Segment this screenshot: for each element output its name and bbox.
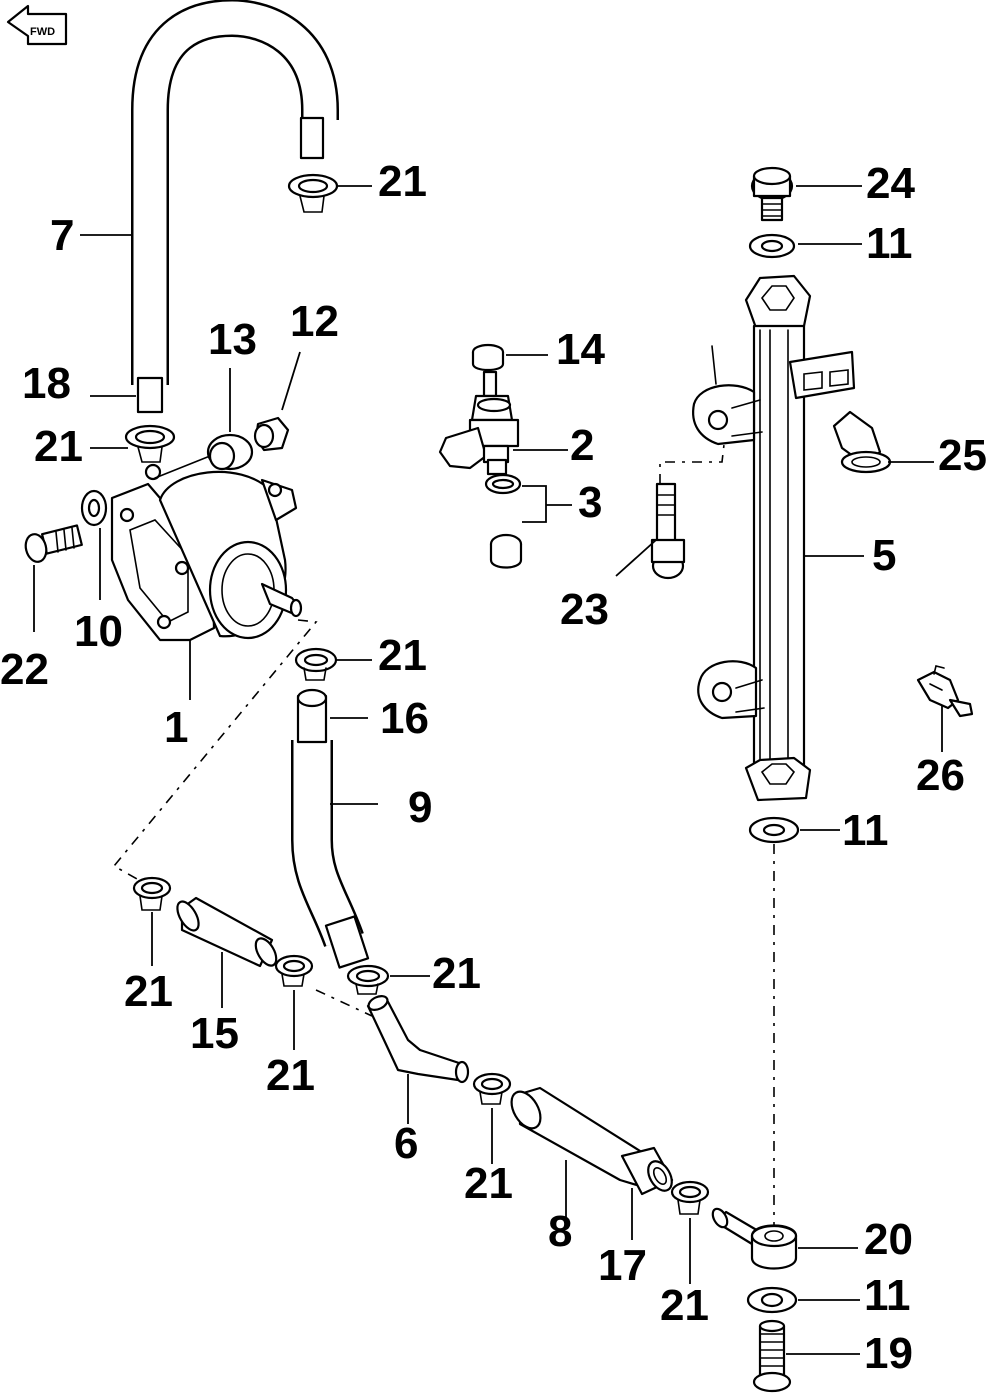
label-part-21-mid: 21 [378,631,427,680]
washer-11-bottom [746,1286,798,1314]
hose-15 [176,896,278,968]
label-part-17: 17 [598,1241,647,1290]
forward-arrow-icon: FWD [6,4,68,46]
label-part-11-top: 11 [866,219,913,268]
label-part-20: 20 [864,1215,913,1264]
label-part-21-bottom-center: 21 [464,1159,513,1208]
label-part-3: 3 [578,478,602,527]
pressure-sensor-2 [438,370,520,476]
label-part-8: 8 [548,1207,572,1256]
hose-clamp-21-top [287,173,339,213]
label-part-19: 19 [864,1329,913,1378]
label-part-6: 6 [394,1119,418,1168]
fuel-rail-5 [692,274,856,802]
label-part-11-middle: 11 [842,806,889,855]
fuel-pump-1 [110,463,303,642]
label-part-21-upper-left: 21 [34,422,83,471]
label-part-16: 16 [380,694,429,743]
label-part-15: 15 [190,1009,239,1058]
label-part-10: 10 [74,607,123,656]
banjo-bolt-19 [752,1319,792,1393]
hose-9 [291,688,370,969]
washer-10 [80,489,108,527]
label-part-21-bottom-right: 21 [660,1281,709,1330]
label-part-13: 13 [208,315,257,364]
label-part-11-bottom: 11 [864,1271,911,1320]
hose-clamp-21-upper-left [124,424,176,463]
clip-26 [916,665,974,718]
label-part-25: 25 [938,431,987,480]
label-part-12: 12 [290,297,339,346]
label-part-26: 26 [916,751,965,800]
hose-8 [510,1086,674,1196]
cap-14 [471,343,505,372]
plug-24 [750,166,794,222]
label-part-18: 18 [22,359,71,408]
washer-11-middle [748,816,800,844]
hose-clamp-21-lower-mid [274,954,314,987]
label-part-9: 9 [408,783,432,832]
bolt-23 [650,482,686,580]
seal-3-lower [489,533,523,569]
hose-clamp-21-mid [294,647,338,681]
hose-clamp-21-bottom-center [472,1072,512,1105]
o-ring-3-upper [484,473,522,495]
forward-marker-text: FWD [30,26,55,38]
label-part-7: 7 [50,211,74,260]
label-part-21-top: 21 [378,157,427,206]
label-part-14: 14 [556,325,605,374]
label-part-5: 5 [872,531,896,580]
label-part-23: 23 [560,585,609,634]
clip-25 [832,410,892,474]
label-part-22: 22 [0,645,49,694]
hose-clamp-21-lower-center [346,964,390,995]
bolt-22 [24,524,83,563]
fitting-6 [366,995,470,1084]
label-part-1: 1 [164,703,188,752]
washer-11-top [748,233,796,259]
label-part-21-lower-left: 21 [124,967,173,1016]
banjo-fitting-20 [711,1207,798,1270]
grommet-13 [206,433,254,471]
label-part-2: 2 [570,421,594,470]
hose-clamp-21-lower-left [132,876,172,911]
cap-12 [253,416,290,452]
hose-clamp-21-bottom-right [670,1180,710,1215]
label-part-24: 24 [866,159,915,208]
callout-labels: 1 2 3 5 6 7 8 9 10 11 11 11 12 13 14 15 … [0,157,987,1378]
label-part-21-lower-mid: 21 [266,1051,315,1100]
label-part-21-lower-center: 21 [432,949,481,998]
fuel-hose-7 [131,0,339,414]
